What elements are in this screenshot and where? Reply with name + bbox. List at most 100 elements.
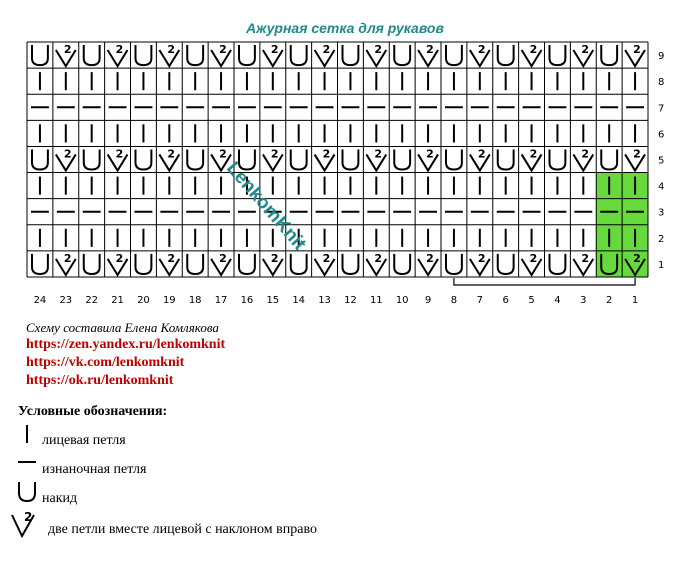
- column-label: 19: [163, 295, 176, 306]
- stitch-count-label: 2: [323, 252, 331, 265]
- yarn-over-icon: [445, 45, 463, 67]
- k2tog-right-icon: [106, 258, 129, 277]
- legend-purl-text: изнаночная петля: [42, 462, 147, 477]
- yarn-over-icon: [134, 45, 153, 67]
- yarn-over-icon: [548, 149, 567, 171]
- column-label: 17: [215, 295, 228, 306]
- k2tog-right-icon: [572, 153, 595, 173]
- yarn-over-icon: [496, 45, 515, 67]
- column-label: 20: [137, 295, 150, 306]
- column-label: 4: [554, 295, 560, 306]
- row-label: 9: [658, 51, 664, 62]
- k2tog-right-icon: [106, 153, 129, 173]
- column-label: 24: [34, 295, 47, 306]
- column-label: 14: [292, 295, 305, 306]
- link-zen[interactable]: https://zen.yandex.ru/lenkomknit: [26, 337, 226, 352]
- column-label: 8: [451, 295, 457, 306]
- stitch-count-label: 2: [530, 43, 538, 56]
- column-label: 1: [632, 295, 638, 306]
- stitch-count-label: 2: [530, 252, 538, 265]
- stitch-count-label: 2: [323, 43, 331, 56]
- k2tog-right-icon: [55, 258, 77, 277]
- k2tog-right-icon: [55, 49, 77, 69]
- k2tog-right-icon: [469, 153, 491, 173]
- k2tog-right-icon: [365, 258, 388, 277]
- k2tog-right-icon: [572, 258, 595, 277]
- stitch-count-label: 2: [271, 252, 279, 265]
- k2tog-right-icon: [158, 258, 181, 277]
- yarn-over-icon: [548, 45, 567, 67]
- stitch-count-label: 2: [374, 147, 382, 160]
- yarn-over-icon: [186, 253, 205, 276]
- stitch-count-label: 2: [478, 252, 486, 265]
- column-label: 10: [396, 295, 409, 306]
- yarn-over-icon: [289, 253, 308, 276]
- stitch-count-label: 2: [271, 147, 279, 160]
- k2tog-right-icon: [417, 258, 439, 277]
- k2tog-right-icon: [313, 153, 336, 173]
- link-ok[interactable]: https://ok.ru/lenkomknit: [26, 373, 174, 388]
- column-label: 18: [189, 295, 202, 306]
- stitch-count-label: 2: [633, 147, 641, 160]
- yarn-over-icon: [393, 149, 412, 171]
- k2tog-right-icon: [624, 49, 646, 69]
- stitch-count-label: 2: [478, 43, 486, 56]
- yarn-over-icon: [186, 149, 205, 171]
- k2tog-right-icon: [106, 49, 129, 69]
- yarn-over-icon: [496, 253, 515, 276]
- stitch-count-label: 2: [219, 252, 227, 265]
- column-label: 9: [425, 295, 431, 306]
- stitch-count-label: 2: [64, 252, 72, 265]
- row-label: 3: [658, 208, 664, 219]
- stitch-count-label: 2: [167, 147, 175, 160]
- k2tog-right-icon: [158, 49, 181, 69]
- k2tog-right-icon: [158, 153, 181, 173]
- k2tog-right-icon: [417, 49, 439, 69]
- yarn-over-icon: [496, 149, 515, 171]
- yarn-over-icon: [600, 45, 619, 67]
- k2tog-right-icon: [210, 258, 232, 277]
- yarn-over-icon: [31, 253, 49, 276]
- k2tog-right-icon: [624, 258, 646, 277]
- row-label: 7: [658, 103, 664, 114]
- column-label: 15: [266, 295, 279, 306]
- yarn-over-icon: [186, 45, 205, 67]
- column-label: 7: [477, 295, 483, 306]
- stitch-count-label: 2: [116, 43, 124, 56]
- stitch-count-label: 2: [633, 252, 641, 265]
- legend-k2tog-text: две петли вместе лицевой с наклоном впра…: [48, 522, 317, 537]
- stitch-count-label: 2: [581, 43, 589, 56]
- svg-text:2: 2: [24, 510, 32, 524]
- row-label: 4: [658, 182, 664, 193]
- stitch-count-label: 2: [530, 147, 538, 160]
- column-label: 16: [241, 295, 254, 306]
- row-label: 5: [658, 156, 664, 167]
- stitch-count-label: 2: [64, 147, 72, 160]
- legend-knit-text: лицевая петля: [42, 433, 126, 448]
- yarn-over-icon: [238, 253, 256, 276]
- repeat-bracket: [453, 278, 636, 286]
- k2tog-right-icon: 2: [11, 510, 35, 538]
- yarn-over-icon: [548, 253, 567, 276]
- link-vk[interactable]: https://vk.com/lenkomknit: [26, 355, 185, 370]
- column-label: 23: [59, 295, 72, 306]
- k2tog-right-icon: [55, 153, 77, 173]
- k2tog-right-icon: [469, 49, 491, 69]
- purl-stitch-icon: [18, 461, 36, 463]
- k2tog-right-icon: [313, 258, 336, 277]
- yarn-over-icon: [238, 45, 256, 67]
- k2tog-right-icon: [417, 153, 439, 173]
- knitting-chart: 2222222222222222222222222222222222229876…: [26, 41, 664, 306]
- stitch-count-label: 2: [426, 147, 434, 160]
- yarn-over-icon: [134, 149, 153, 171]
- chart-credit: Схему составила Елена Комлякова: [26, 320, 219, 335]
- column-label: 22: [85, 295, 98, 306]
- k2tog-right-icon: [262, 258, 284, 277]
- stitch-count-label: 2: [581, 147, 589, 160]
- column-label: 21: [111, 295, 124, 306]
- k2tog-right-icon: [313, 49, 336, 69]
- k2tog-right-icon: [262, 49, 284, 69]
- yarn-over-icon: [18, 482, 36, 503]
- stitch-count-label: 2: [478, 147, 486, 160]
- column-label: 2: [606, 295, 612, 306]
